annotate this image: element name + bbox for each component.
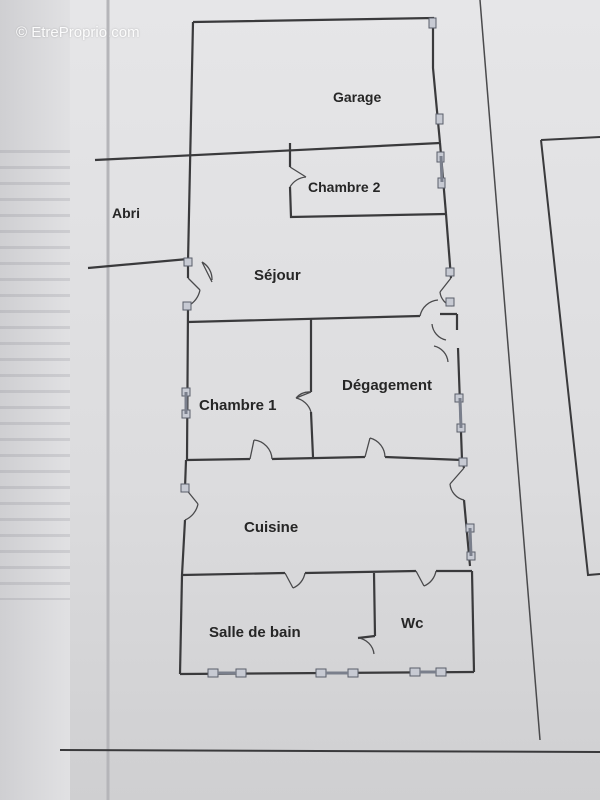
left-page-text-lines — [0, 150, 80, 600]
window-sejour-w2 — [182, 301, 192, 311]
window-wc-1 — [409, 667, 421, 677]
garage-wall — [192, 16, 442, 144]
garage-south-wall — [94, 141, 441, 162]
room-label-chambre1: Chambre 1 — [199, 397, 277, 414]
sejour-south-wall — [187, 312, 457, 324]
room-label-sejour: Séjour — [254, 267, 301, 284]
room-label-salle-de-bain: Salle de bain — [209, 624, 301, 641]
pane-degagement — [458, 397, 463, 429]
door-sdb-wc — [357, 637, 375, 655]
walls — [87, 16, 476, 676]
door-cuisine-west — [184, 487, 199, 521]
door-chambre2 — [289, 166, 307, 188]
adjacent-plan-edge — [540, 136, 600, 577]
cuisine-south-wall — [181, 569, 472, 577]
cuisine-east-wall — [460, 459, 472, 567]
cuisine-west-wall — [180, 459, 188, 576]
door-chambre1 — [295, 391, 312, 413]
floor-plan-page — [70, 0, 600, 800]
room-label-abri: Abri — [112, 205, 140, 221]
degagement-east-wall — [455, 314, 464, 461]
window-cuisine-e — [458, 457, 468, 467]
door-sejour-degagement — [419, 299, 439, 317]
window-garage-e — [435, 113, 444, 125]
abri-south-wall — [87, 257, 189, 270]
sdb-wc-wall — [357, 572, 377, 640]
room-label-chambre2: Chambre 2 — [308, 179, 381, 195]
pane-chambre2 — [439, 155, 444, 183]
chambre2-wall — [288, 143, 447, 219]
window-cuisine-w — [180, 483, 190, 493]
window-panes — [184, 155, 473, 675]
door-chambre1-south — [249, 439, 273, 460]
window-sdb-4 — [347, 668, 359, 678]
room-label-degagement: Dégagement — [342, 377, 432, 394]
windows — [180, 17, 476, 678]
window-wc-2 — [435, 667, 447, 677]
west-wall-middle — [185, 262, 190, 461]
chambre1-east-wall — [309, 318, 315, 458]
door-degagement-east — [431, 323, 449, 363]
door-wc — [415, 570, 437, 587]
sdb-west-wall — [178, 574, 184, 675]
door-cuisine-east — [449, 467, 465, 501]
door-sejour-west-2 — [201, 261, 213, 283]
chambre1-south-wall — [186, 455, 463, 462]
room-label-cuisine: Cuisine — [244, 519, 298, 536]
west-wall-upper — [186, 21, 195, 263]
door-degagement-south — [364, 437, 386, 458]
window-sejour-w — [183, 257, 193, 267]
pane-cuisine — [468, 527, 473, 557]
room-label-wc: Wc — [401, 615, 424, 632]
window-sdb-3 — [315, 668, 327, 678]
window-sejour-e2 — [445, 297, 455, 307]
door-salle-de-bain — [284, 572, 306, 589]
window-garage-ne — [428, 17, 437, 29]
sejour-east-wall — [444, 213, 453, 279]
window-sdb-2 — [235, 668, 247, 678]
window-sdb-1 — [207, 668, 219, 678]
page-bottom-rule — [59, 749, 600, 753]
room-label-garage: Garage — [333, 89, 381, 105]
window-sejour-e — [445, 267, 455, 277]
wc-east-wall — [470, 570, 476, 673]
page-right-rule — [479, 0, 541, 741]
